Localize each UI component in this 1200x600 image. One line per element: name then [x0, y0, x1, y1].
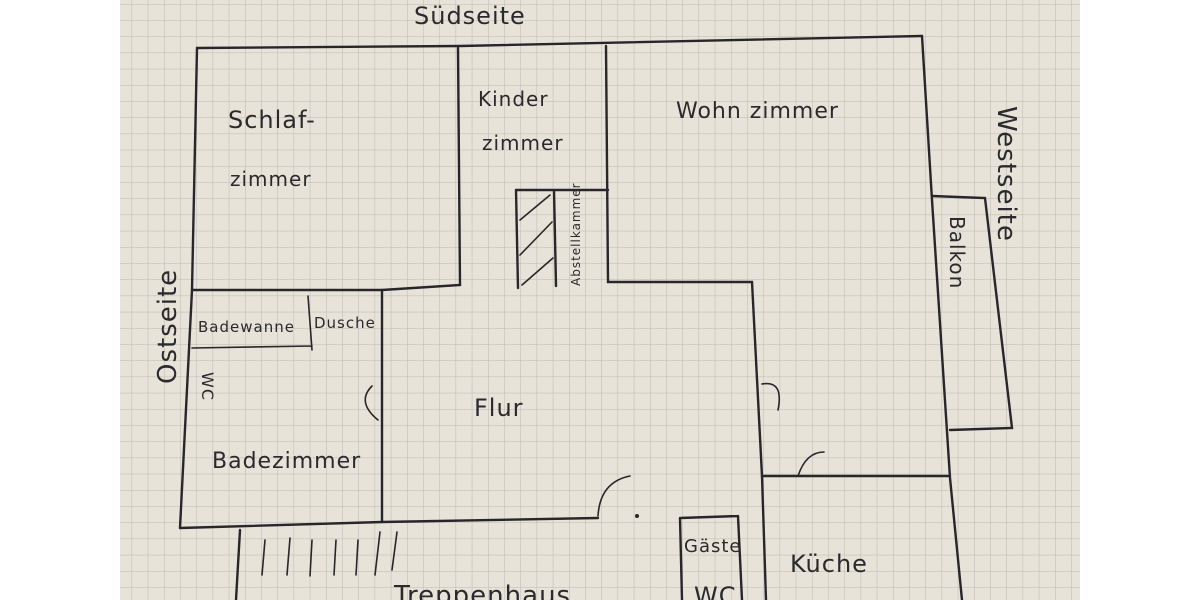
label-guest-wc-2: WC: [694, 582, 737, 600]
wall-bathtub: [191, 295, 313, 351]
label-hallway: Flur: [474, 394, 524, 422]
wall-kitchen: [760, 474, 768, 600]
grid-lines: [120, 0, 1080, 600]
label-south-side: Südseite: [414, 2, 526, 30]
label-wc: WC: [198, 372, 217, 401]
label-bedroom-2: zimmer: [230, 167, 312, 191]
door-bath: [364, 385, 379, 421]
label-kitchen: Küche: [790, 550, 868, 578]
wall-west-outer: [920, 34, 964, 600]
label-west-side: Westseite: [991, 106, 1021, 242]
label-east-side: Ostseite: [153, 269, 183, 384]
wall-bedroom-kids: [190, 46, 462, 292]
wall-kids-living: [604, 44, 952, 478]
label-shower: Dusche: [314, 314, 376, 332]
marker-dot: [635, 514, 639, 518]
storage-hatch: [519, 194, 554, 286]
wall-north: [195, 34, 924, 50]
door-living: [761, 382, 781, 411]
balcony-outline: [930, 194, 1014, 432]
label-balcony: Balkon: [945, 216, 969, 289]
door-entrance: [597, 475, 631, 517]
wall-storage: [514, 188, 610, 290]
label-bathtub: Badewanne: [198, 318, 295, 336]
label-living: Wohn zimmer: [676, 99, 839, 124]
label-kids-2: zimmer: [482, 131, 564, 155]
label-stairwell: Treppenhaus: [393, 581, 571, 600]
label-storage: Abstellkammer: [569, 182, 583, 286]
label-bedroom-1: Schlaf-: [228, 106, 316, 134]
wall-guest-wc: [678, 514, 744, 600]
label-kids-1: Kinder: [478, 87, 549, 111]
stair-wall: [234, 528, 242, 600]
label-guest-wc-1: Gäste: [684, 536, 742, 557]
door-kitchen: [797, 451, 825, 477]
label-bathroom: Badezimmer: [212, 449, 361, 474]
stair-steps: [261, 531, 398, 577]
